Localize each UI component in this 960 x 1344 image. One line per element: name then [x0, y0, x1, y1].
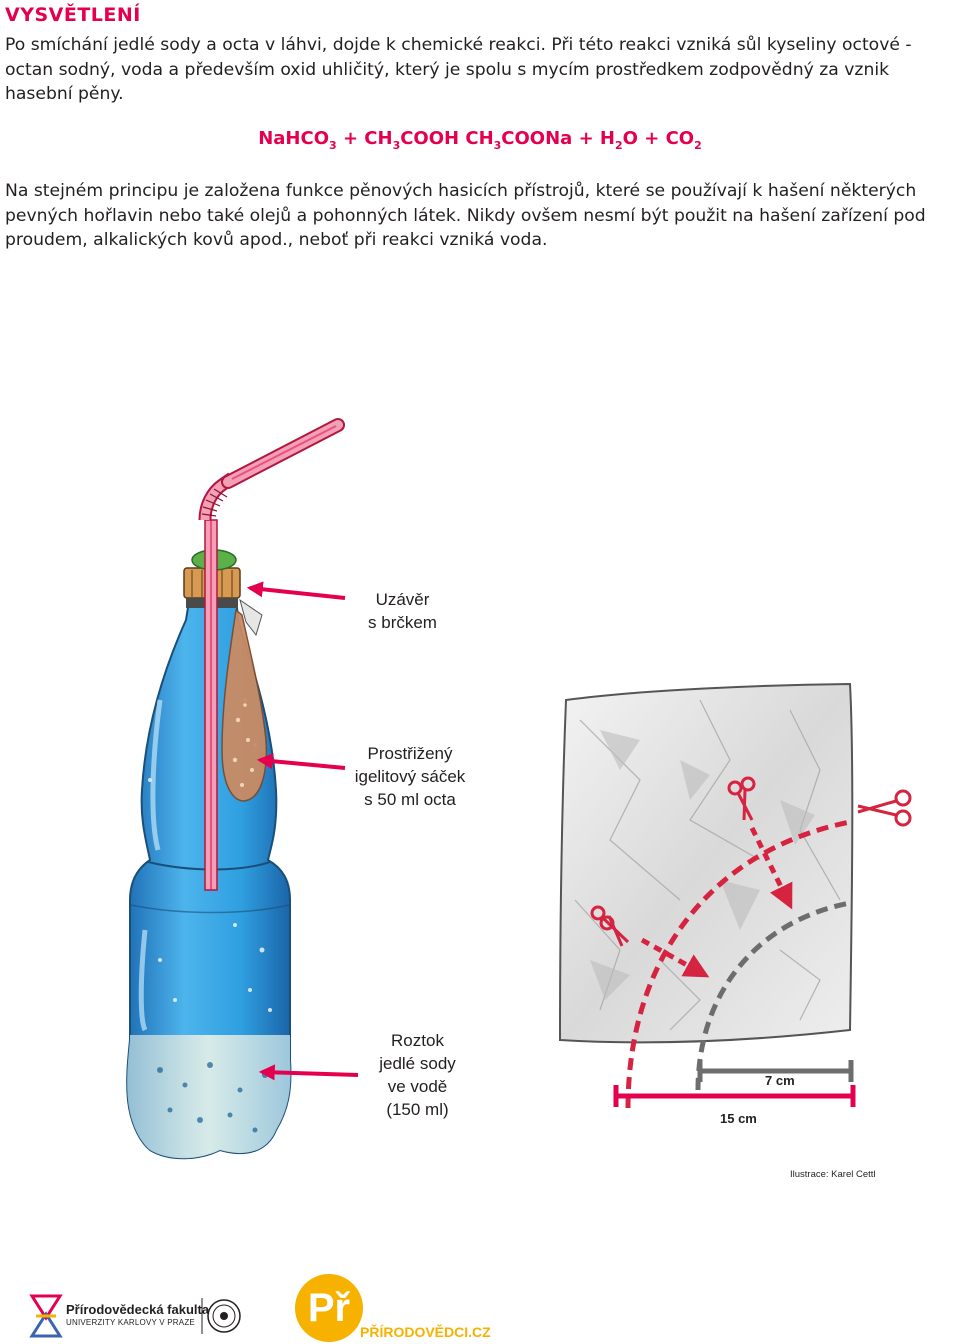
bag-label: Prostřižený igelitový sáček s 50 ml octa	[340, 742, 480, 811]
cap-label-line: Uzávěr	[375, 590, 430, 609]
solution-label-line: ve vodě	[387, 1077, 448, 1096]
dimension-outer-label: 15 cm	[720, 1111, 757, 1126]
explanation-paragraph: Po smíchání jedlé sody a octa v láhvi, d…	[5, 35, 912, 104]
eq-subscript: 3	[329, 139, 337, 152]
bag-label-line: s 50 ml octa	[364, 790, 456, 809]
eq-part: COONa + H	[501, 128, 616, 149]
solution-label-line: jedlé sody	[379, 1054, 456, 1073]
dimension-inner-label: 7 cm	[765, 1073, 795, 1088]
cap-label: Uzávěr s brčkem	[340, 588, 465, 634]
illustration-credit: Ilustrace: Karel Cettl	[790, 1169, 876, 1180]
principle-paragraph: Na stejném principu je založena funkce p…	[5, 181, 926, 250]
vinegar-bag	[221, 598, 268, 802]
plastic-bag	[558, 682, 854, 1044]
cap-label-line: s brčkem	[368, 613, 437, 632]
scissors-icon	[590, 905, 630, 947]
eq-subscript: 2	[694, 139, 702, 152]
bag-label-line: Prostřižený	[367, 744, 453, 763]
pointer-arrows	[246, 581, 359, 1081]
prirodovedci-logo: Př	[295, 1274, 363, 1342]
soda-solution	[127, 1035, 291, 1159]
eq-part: COOH CH	[400, 128, 494, 149]
solution-label-line: (150 ml)	[386, 1100, 449, 1119]
eq-subscript: 2	[615, 139, 623, 152]
faculty-logo-icon	[29, 1294, 63, 1338]
prirodovedci-site-link[interactable]: PŘÍRODOVĚDCI.CZ	[360, 1324, 491, 1340]
faculty-name: Přírodovědecká fakulta	[66, 1302, 210, 1317]
eq-part: + CH	[336, 128, 393, 149]
dimension-15cm	[613, 1085, 856, 1107]
eq-subscript: 3	[392, 139, 401, 152]
chemical-equation: NaHCO3 + CH3COOH CH3COONa + H2O + CO2	[0, 128, 960, 152]
eq-part: NaHCO	[258, 128, 330, 149]
bag-label-line: igelitový sáček	[354, 767, 466, 786]
drinking-straw	[198, 418, 345, 891]
section-heading: VYSVĚTLENÍ	[5, 4, 141, 26]
scissors-icon	[727, 776, 756, 821]
university-seal-icon	[207, 1299, 241, 1333]
solution-label-line: Roztok	[391, 1031, 444, 1050]
scissors-icon	[857, 789, 912, 827]
cut-lines	[625, 819, 851, 1109]
eq-subscript: 3	[493, 139, 502, 152]
dimension-7cm	[697, 1060, 854, 1082]
university-name: UNIVERZITY KARLOVY V PRAZE	[66, 1318, 195, 1327]
solution-label: Roztok jedlé sody ve vodě (150 ml)	[355, 1029, 480, 1121]
eq-part: O + CO	[622, 128, 695, 149]
